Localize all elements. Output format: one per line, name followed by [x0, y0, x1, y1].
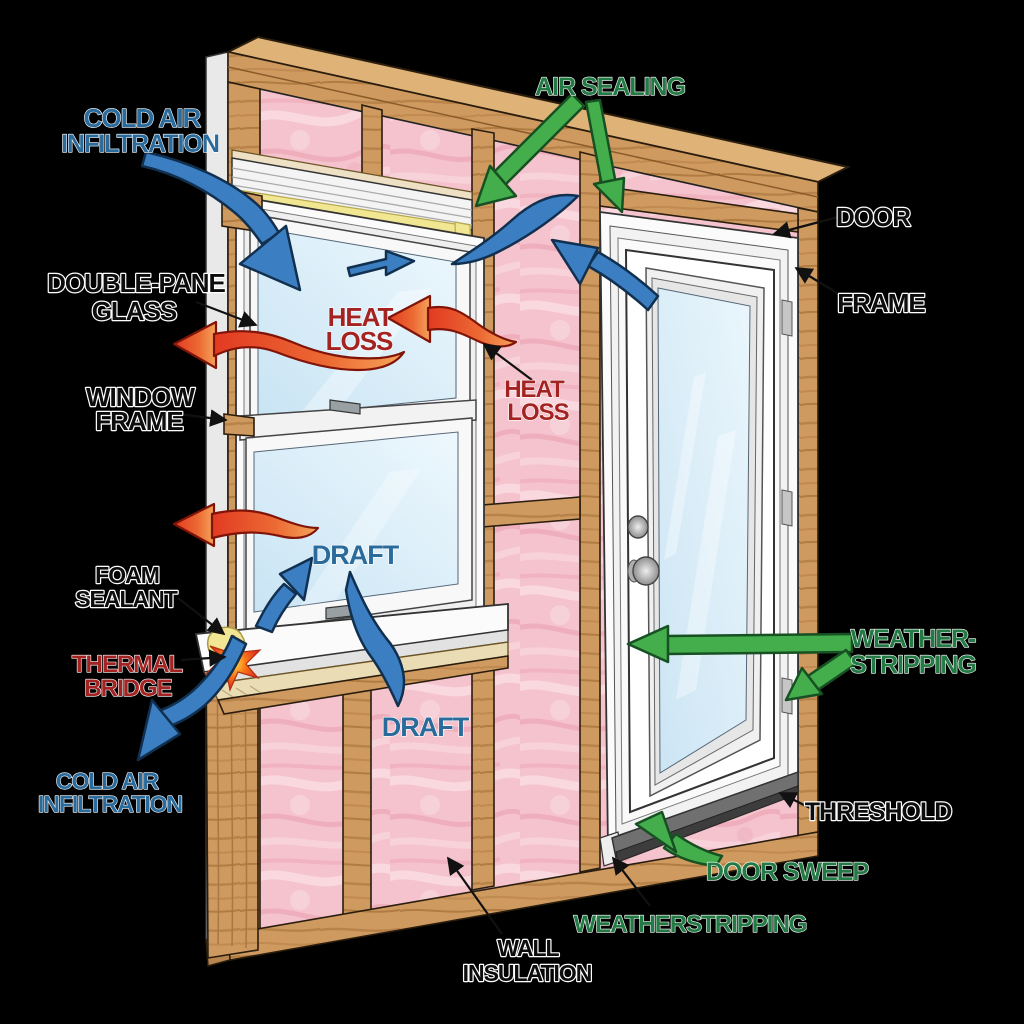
- label-thermal-bridge-line2: BRIDGE: [84, 675, 172, 702]
- arrow-air-sealing-1-head: [474, 164, 518, 208]
- deadbolt: [627, 515, 649, 539]
- arrow-cold-air-top-head: [238, 224, 302, 292]
- label-foam-sealant-line1: FOAM: [95, 562, 159, 588]
- left-lower-board: [205, 639, 259, 959]
- label-cold-air-infiltration-bottom-line1: COLD AIR: [56, 768, 160, 794]
- label-weatherstripping-bottom: WEATHERSTRIPPING: [574, 911, 807, 938]
- label-window-frame-line1: WINDOW: [86, 382, 196, 412]
- header-trim-lines: [231, 167, 473, 226]
- label-heat-loss-window-line1: HEAT: [328, 302, 394, 332]
- label-draft-lower: DRAFT: [382, 712, 470, 742]
- arrow-weatherstrip-long-shaft: [664, 632, 854, 656]
- pointer-wall-insulation: [446, 856, 503, 935]
- stud-below-window: [342, 689, 372, 919]
- glass-highlight-lower: [300, 468, 422, 606]
- window-header-trim: [231, 157, 473, 231]
- sash-lock: [329, 399, 361, 415]
- pointer-thermal-bridge: [180, 649, 227, 667]
- label-cold-air-infiltration-top-line1: COLD AIR: [84, 103, 202, 133]
- arrow-door-sweep-shaft: [662, 832, 724, 868]
- door-glass-highlight-2: [664, 372, 706, 560]
- label-double-pane-line1: DOUBLE-PANE: [47, 268, 225, 298]
- label-heat-loss-window-line2: LOSS: [326, 326, 393, 356]
- upper-sash-glass: [257, 227, 457, 419]
- label-draft-upper: DRAFT: [312, 540, 400, 570]
- label-door-frame: FRAME: [837, 288, 925, 318]
- label-door-sweep: DOOR SWEEP: [706, 858, 869, 886]
- arrow-weatherstrip-long-head: [626, 624, 670, 664]
- label-weather-stripping-line1: WEATHER-: [851, 625, 977, 653]
- arrow-draft-in-glass: [346, 249, 416, 278]
- sealing-arrows: [474, 92, 858, 868]
- arrow-swoosh-window-top: [450, 193, 580, 266]
- sill-wood-plate: [216, 655, 509, 715]
- meeting-rail-jamb-block: [223, 413, 255, 437]
- arrow-draft-ribbon: [344, 570, 406, 708]
- cold-air-arrows: [136, 150, 660, 762]
- arrow-heat-loss-1-shaft: [426, 305, 518, 348]
- label-wall-insulation-line1: WALL: [497, 935, 559, 961]
- pointer-window-frame: [177, 409, 228, 427]
- label-double-pane-line2: GLASS: [92, 296, 177, 326]
- arrow-cold-air-top-shaft: [140, 150, 281, 246]
- door-glass-highlight-1: [676, 430, 736, 700]
- stud-door-left: [579, 150, 601, 873]
- labels: COLD AIR INFILTRATION AIR SEALING DOOR F…: [37, 72, 977, 987]
- label-wall-insulation-line2: INSULATION: [463, 960, 592, 986]
- top-plate-seam: [227, 66, 819, 198]
- pointer-door: [772, 215, 839, 239]
- arrow-draft-up-head: [278, 556, 314, 602]
- arrow-air-sealing-2-head: [592, 176, 626, 214]
- hinge-middle: [781, 489, 793, 527]
- pointer-lines: [177, 215, 843, 935]
- label-cold-air-infiltration-bottom-line2: INFILTRATION: [38, 791, 183, 817]
- label-threshold: THRESHOLD: [805, 798, 952, 826]
- label-thermal-bridge-line1: THERMAL: [72, 651, 183, 678]
- arrow-weatherstrip-hinge-head: [784, 666, 824, 702]
- label-cold-air-infiltration-top-line2: INFILTRATION: [61, 130, 219, 158]
- door-header: [599, 185, 799, 233]
- label-foam-sealant-line2: SEALANT: [75, 586, 178, 612]
- label-weather-stripping-line2: STRIPPING: [850, 651, 976, 679]
- label-heat-loss-frame-line2: LOSS: [507, 399, 569, 426]
- arrow-cold-air-bottom-head: [136, 698, 182, 762]
- heat-loss-arrows: [172, 294, 518, 548]
- arrow-door-leak-head: [550, 238, 600, 286]
- pointer-foam-sealant: [177, 597, 226, 636]
- arrow-door-leak-shaft: [586, 250, 660, 312]
- arrow-door-sweep-head: [634, 810, 678, 854]
- arrow-draft-up-shaft: [254, 582, 298, 634]
- pointer-double-pane-glass: [195, 300, 258, 328]
- door-knob: [632, 556, 660, 586]
- stud-door-right: [797, 207, 819, 837]
- arrow-heat-loss-2-shaft: [212, 330, 406, 372]
- pointer-threshold: [778, 792, 813, 810]
- window-assembly: [194, 149, 509, 715]
- door-hinges: [781, 299, 793, 715]
- label-door: DOOR: [836, 202, 911, 232]
- pointer-frame: [794, 267, 843, 297]
- label-heat-loss-frame-line1: HEAT: [504, 376, 565, 403]
- label-air-sealing: AIR SEALING: [535, 73, 685, 101]
- door-assembly: [599, 210, 799, 867]
- arrow-heat-loss-3-shaft: [210, 509, 320, 540]
- label-window-frame-line2: FRAME: [95, 406, 183, 436]
- pointer-heat-loss-frame: [482, 342, 533, 381]
- pointer-weatherstripping-bottom: [611, 856, 651, 907]
- hinge-top: [781, 299, 793, 337]
